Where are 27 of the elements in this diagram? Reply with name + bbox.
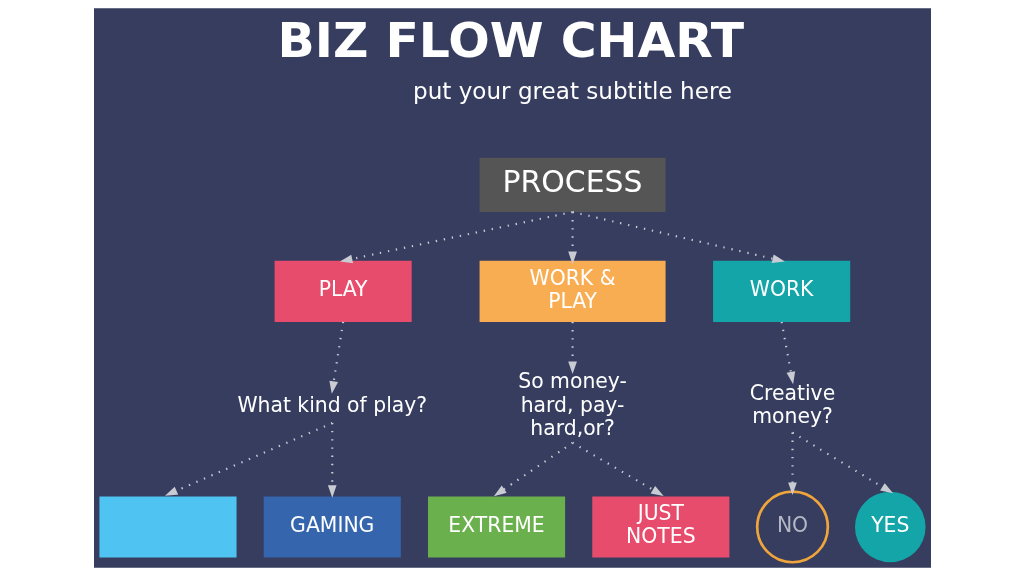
arrow bbox=[780, 321, 795, 385]
node-box: GAMING bbox=[263, 496, 401, 558]
node-text: What kind of play? bbox=[236, 392, 427, 417]
node-box: JUST NOTES bbox=[591, 496, 729, 558]
arrow bbox=[567, 211, 577, 265]
node-circle: NO bbox=[755, 490, 829, 564]
node-circle: YES bbox=[854, 491, 926, 563]
arrow bbox=[571, 210, 785, 263]
arrow bbox=[164, 422, 333, 496]
diagram-title: BIZ FLOW CHART bbox=[277, 11, 744, 69]
node-box bbox=[98, 496, 237, 558]
node-text: Creative money? bbox=[749, 381, 835, 429]
arrow bbox=[328, 321, 344, 394]
arrow bbox=[571, 441, 664, 496]
arrow bbox=[787, 432, 797, 495]
node-box: EXTREME bbox=[427, 496, 565, 558]
arrow bbox=[493, 441, 573, 497]
label: put your great subtitle here bbox=[412, 78, 732, 105]
node-box: PLAY bbox=[274, 260, 412, 322]
node-box: WORK bbox=[712, 260, 850, 322]
arrow bbox=[567, 321, 577, 375]
node-text: So money- hard, pay- hard,or? bbox=[517, 369, 627, 440]
node-box: WORK & PLAY bbox=[479, 260, 666, 322]
node-box: PROCESS bbox=[479, 157, 666, 212]
arrow bbox=[339, 210, 573, 264]
arrow bbox=[327, 423, 337, 498]
arrow bbox=[791, 431, 893, 494]
